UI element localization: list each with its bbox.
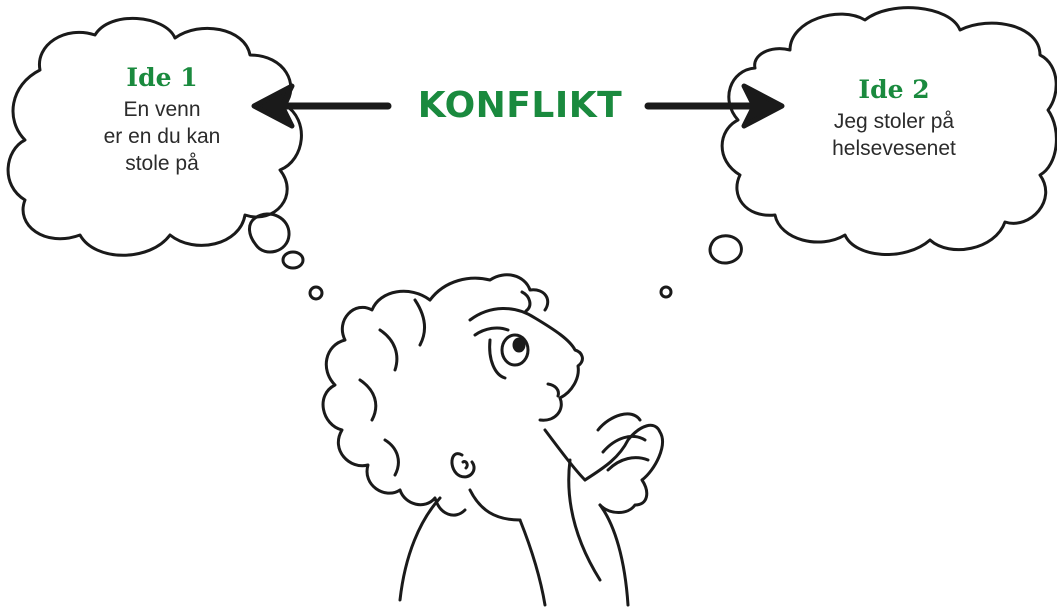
thought-bubble-large-right — [710, 236, 741, 263]
boy-fingers — [598, 414, 648, 470]
boy-hair-curl — [522, 292, 530, 311]
idea-right-text: Ide 2 Jeg stoler på helsevesenet — [794, 74, 994, 162]
thought-bubble-small-left — [310, 287, 322, 299]
conflict-label: KONFLIKT — [400, 82, 640, 130]
thought-bubble-large-left — [249, 214, 289, 252]
idea-right-line: helsevesenet — [794, 135, 994, 162]
boy-face-profile — [470, 308, 582, 420]
boy-ear-inner — [463, 462, 467, 468]
thinking-boy-illustration — [323, 275, 662, 605]
boy-pupil — [514, 339, 524, 351]
boy-shoulder — [400, 498, 545, 605]
thought-bubble-small-right — [661, 287, 671, 297]
thought-bubble-medium-left — [283, 252, 303, 268]
idea-left-text: Ide 1 En venn er en du kan stole på — [72, 62, 252, 177]
idea-left-line: En venn — [72, 96, 252, 123]
boy-arm — [569, 460, 628, 605]
boy-mouth — [548, 384, 558, 396]
boy-hair — [323, 291, 465, 515]
idea-left-title: Ide 1 — [72, 62, 252, 94]
boy-hair-strands — [360, 300, 425, 475]
idea-right-line: Jeg stoler på — [794, 108, 994, 135]
idea-left-line: stole på — [72, 150, 252, 177]
boy-ear — [452, 454, 474, 477]
idea-left-line: er en du kan — [72, 123, 252, 150]
boy-brow — [475, 328, 508, 335]
idea-right-title: Ide 2 — [794, 74, 994, 106]
